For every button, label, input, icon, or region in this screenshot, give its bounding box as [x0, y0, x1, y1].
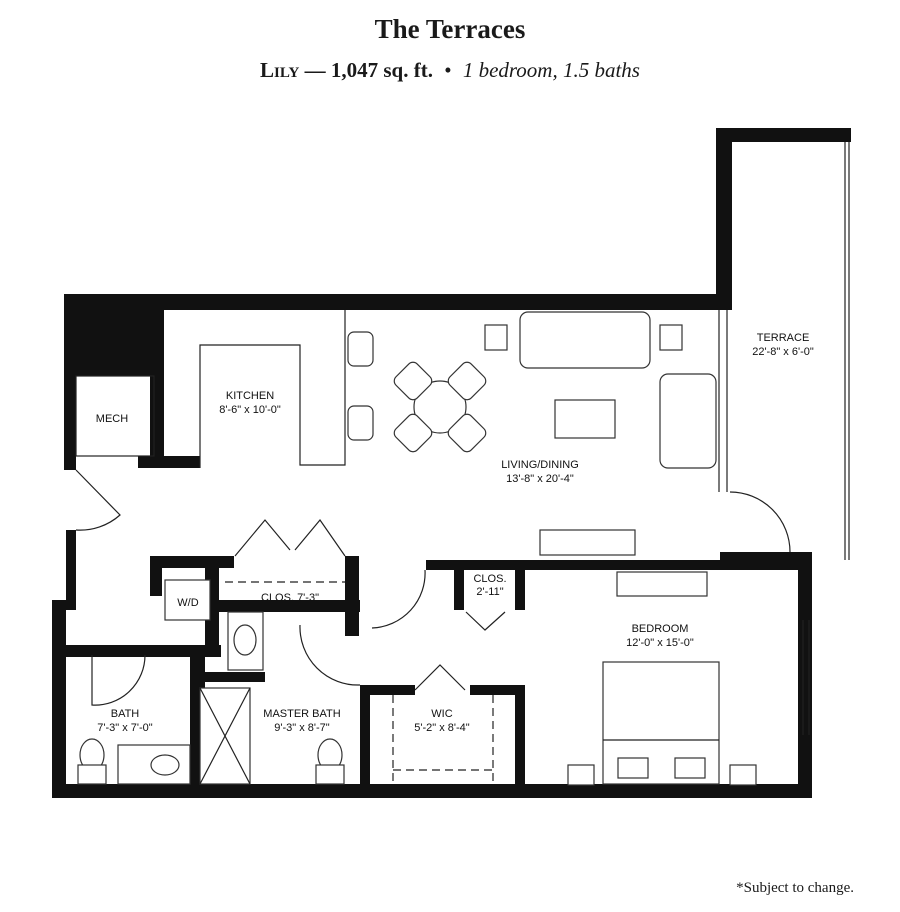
- living-size: 13'-8" x 20'-4": [506, 473, 574, 485]
- rooms-summary: 1 bedroom, 1.5 baths: [462, 58, 640, 82]
- plan-subtitle: Lily — 1,047 sq. ft. • 1 bedroom, 1.5 ba…: [0, 58, 900, 83]
- disclaimer-note: *Subject to change.: [736, 880, 854, 896]
- mech-label: MECH: [96, 413, 128, 425]
- master-bath-label: MASTER BATH: [263, 708, 340, 720]
- kitchen-label: KITCHEN: [226, 390, 274, 402]
- walls: [52, 128, 851, 798]
- closet-small-size: 2'-11": [476, 586, 503, 598]
- fixtures: [77, 310, 757, 786]
- plan-dash: —: [304, 58, 326, 82]
- closet-hall-label: CLOS. 7'-3": [261, 592, 319, 604]
- wic-label: WIC: [431, 708, 452, 720]
- bullet-separator: •: [444, 58, 452, 82]
- bath-label: BATH: [111, 708, 140, 720]
- terrace-label: TERRACE: [757, 332, 810, 344]
- kitchen-size: 8'-6" x 10'-0": [219, 404, 281, 416]
- washer-dryer-label: W/D: [177, 597, 198, 609]
- wic-size: 5'-2" x 8'-4": [414, 722, 470, 734]
- bedroom-label: BEDROOM: [632, 623, 689, 635]
- master-bath-size: 9'-3" x 8'-7": [274, 722, 330, 734]
- plan-name: Lily: [260, 58, 300, 82]
- bath-size: 7'-3" x 7'-0": [97, 722, 153, 734]
- bedroom-size: 12'-0" x 15'-0": [626, 637, 694, 649]
- living-label: LIVING/DINING: [501, 459, 579, 471]
- room-labels: TERRACE 22'-8" x 6'-0" KITCHEN 8'-6" x 1…: [96, 332, 814, 734]
- building-title: The Terraces: [374, 14, 526, 44]
- closet-small-label: CLOS.: [473, 573, 506, 585]
- terrace-size: 22'-8" x 6'-0": [752, 346, 814, 358]
- plan-area: 1,047 sq. ft.: [330, 58, 433, 82]
